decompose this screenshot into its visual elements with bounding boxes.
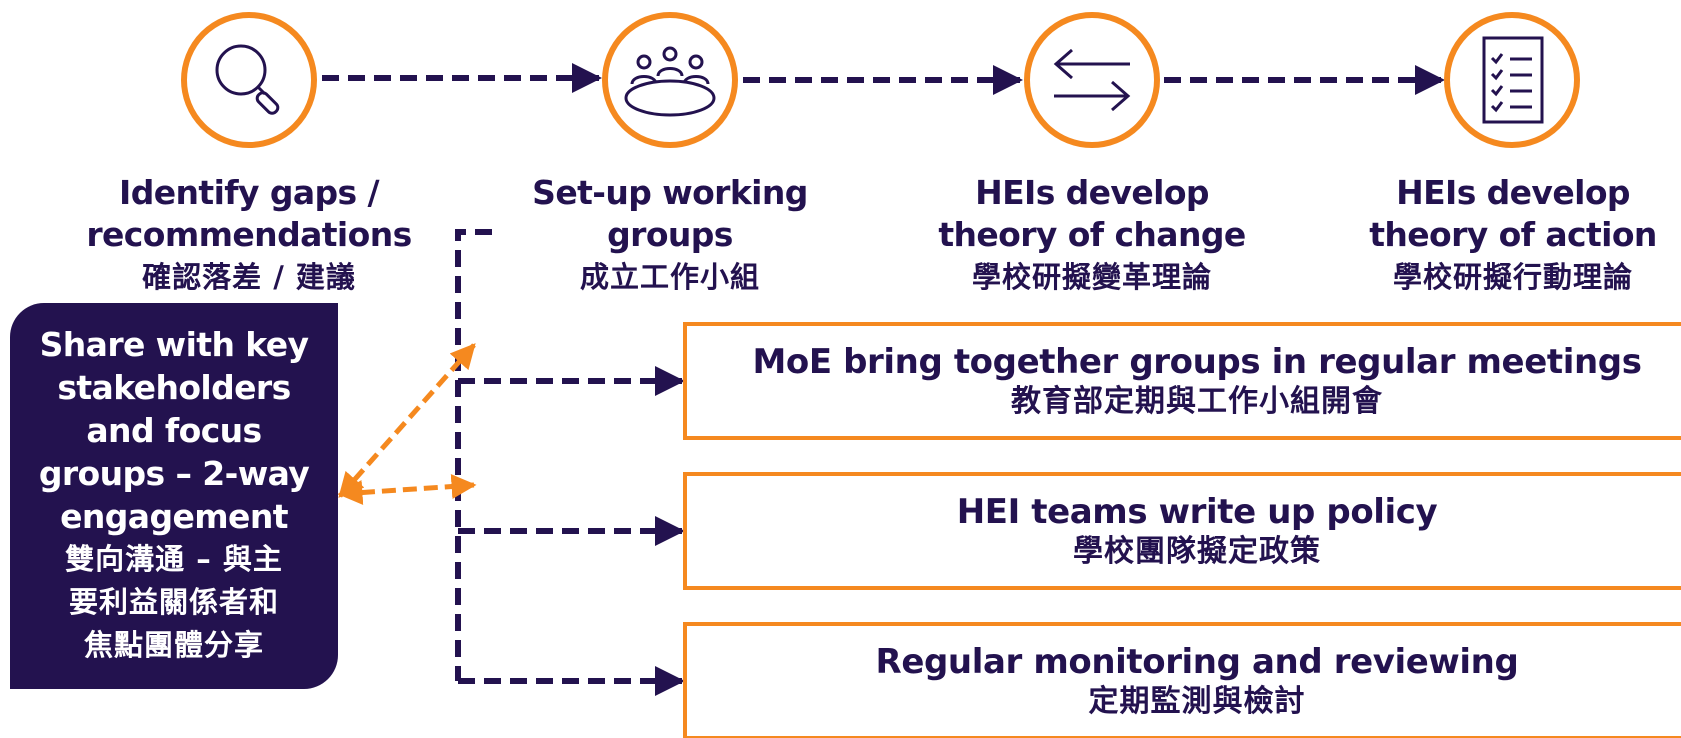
action-policy-title: HEI teams write up policy [956,492,1438,532]
step-2-title-line-1: Set-up working [532,173,808,212]
step-2-label: Set-up working groups 成立工作小組 [495,172,845,298]
share-chinese-line-1: 雙向溝通 – 與主 [65,542,283,576]
step-4-title-line-1: HEIs develop [1396,173,1630,212]
step-3-title-line-1: HEIs develop [975,173,1209,212]
step-2-title-line-2: groups [607,215,733,254]
share-engagement-box: Share with key stakeholders and focus gr… [10,303,338,689]
action-meetings-chinese: 教育部定期與工作小組開會 [1011,384,1383,419]
step-1-circle [181,12,317,148]
magnifier-icon [215,44,280,115]
step-3-label: HEIs develop theory of change 學校研擬變革理論 [917,172,1267,298]
action-monitoring-title: Regular monitoring and reviewing [875,642,1519,682]
step-4-label: HEIs develop theory of action 學校研擬行動理論 [1338,172,1681,298]
share-line-5: engagement [60,497,288,536]
share-line-4: groups – 2-way [38,454,310,493]
action-monitoring-chinese: 定期監測與檢討 [1088,684,1306,719]
step-3-title-chinese: 學校研擬變革理論 [971,260,1212,294]
step-2-circle [602,12,738,148]
action-box-monitoring: Regular monitoring and reviewing 定期監測與檢討 [683,622,1681,738]
step-1-title-chinese: 確認落差 / 建議 [142,260,356,294]
checklist-icon [1482,36,1544,124]
step-4-title-line-2: theory of action [1369,215,1657,254]
share-chinese-line-3: 焦點團體分享 [83,628,264,662]
step-3-title-line-2: theory of change [938,215,1246,254]
action-box-policy: HEI teams write up policy 學校團隊擬定政策 [683,472,1681,590]
step-4-circle [1444,12,1580,148]
share-line-1: Share with key [39,325,309,364]
action-meetings-title: MoE bring together groups in regular mee… [752,342,1642,382]
engagement-arrow-lower [337,474,477,505]
meeting-table-icon [624,46,716,117]
share-chinese-line-2: 要利益關係者和 [68,585,279,619]
share-line-2: stakeholders [57,368,291,407]
step-1-title-line-2: recommendations [86,215,412,254]
step-4-title-chinese: 學校研擬行動理論 [1392,260,1633,294]
action-policy-chinese: 學校團隊擬定政策 [1073,534,1321,569]
exchange-arrows-icon [1053,48,1131,112]
step-1-label: Identify gaps / recommendations 確認落差 / 建… [74,172,424,298]
step-1-title-line-1: Identify gaps / [119,173,380,212]
action-box-meetings: MoE bring together groups in regular mee… [683,322,1681,440]
branch-connector [455,229,492,681]
engagement-arrow-upper [338,343,476,498]
step-3-circle [1024,12,1160,148]
step-2-title-chinese: 成立工作小組 [579,260,760,294]
share-line-3: and focus [86,411,262,450]
